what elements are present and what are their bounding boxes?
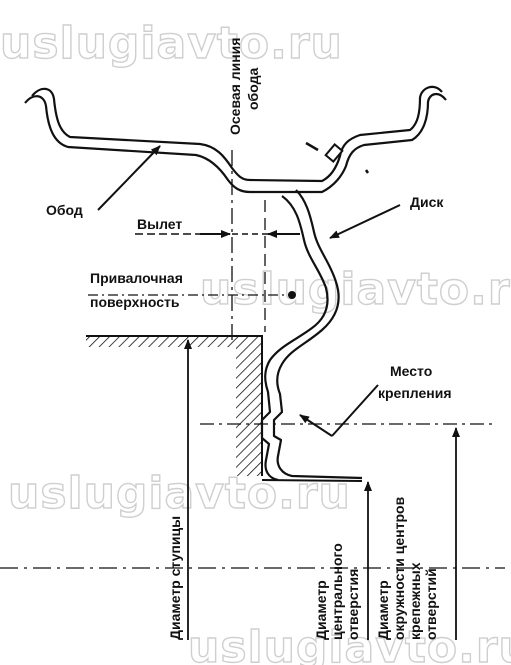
label-center-bore: Диаметр центрального отверстия — [313, 543, 361, 640]
hub-block — [86, 335, 263, 476]
label-pcd: Диаметр окружности центров крепежных отв… — [375, 496, 439, 640]
label-center-bore-2: центрального — [329, 543, 345, 640]
label-pcd-3: крепежных — [407, 562, 423, 640]
label-mounting-surface-1: Привалочная — [90, 270, 183, 286]
disc-leader — [329, 204, 401, 239]
label-hub-diameter: Диаметр ступицы — [167, 516, 183, 640]
label-offset: Вылет — [137, 216, 182, 232]
label-rim: Обод — [46, 202, 83, 218]
label-axis-line-2: обода — [245, 68, 261, 110]
mounting-surface-leader — [88, 291, 296, 299]
label-disc: Диск — [410, 194, 444, 210]
watermark-middle: uslugiavto.ru — [200, 264, 511, 315]
label-center-bore-1: Диаметр — [313, 580, 329, 640]
watermark-top: uslugiavto.ru — [0, 18, 343, 69]
label-pcd-1: Диаметр — [375, 580, 391, 640]
label-axis-line: Осевая линия обода — [227, 38, 261, 135]
disc-profile — [260, 189, 363, 482]
rim-leader — [97, 145, 161, 211]
rim-profile — [24, 85, 447, 194]
label-center-bore-3: отверстия — [345, 569, 361, 640]
attach-place-leader — [299, 384, 379, 437]
rim-axis-line — [231, 150, 266, 340]
label-pcd-2: окружности центров — [391, 496, 407, 640]
label-attach-place-1: Место — [390, 363, 432, 379]
label-axis-line-1: Осевая линия — [227, 38, 243, 135]
watermark-bottom: uslugiavto.ru — [188, 622, 511, 665]
label-pcd-4: отверстий — [423, 568, 439, 640]
label-mounting-surface-2: поверхность — [90, 294, 180, 310]
label-attach-place-2: крепления — [378, 385, 452, 401]
